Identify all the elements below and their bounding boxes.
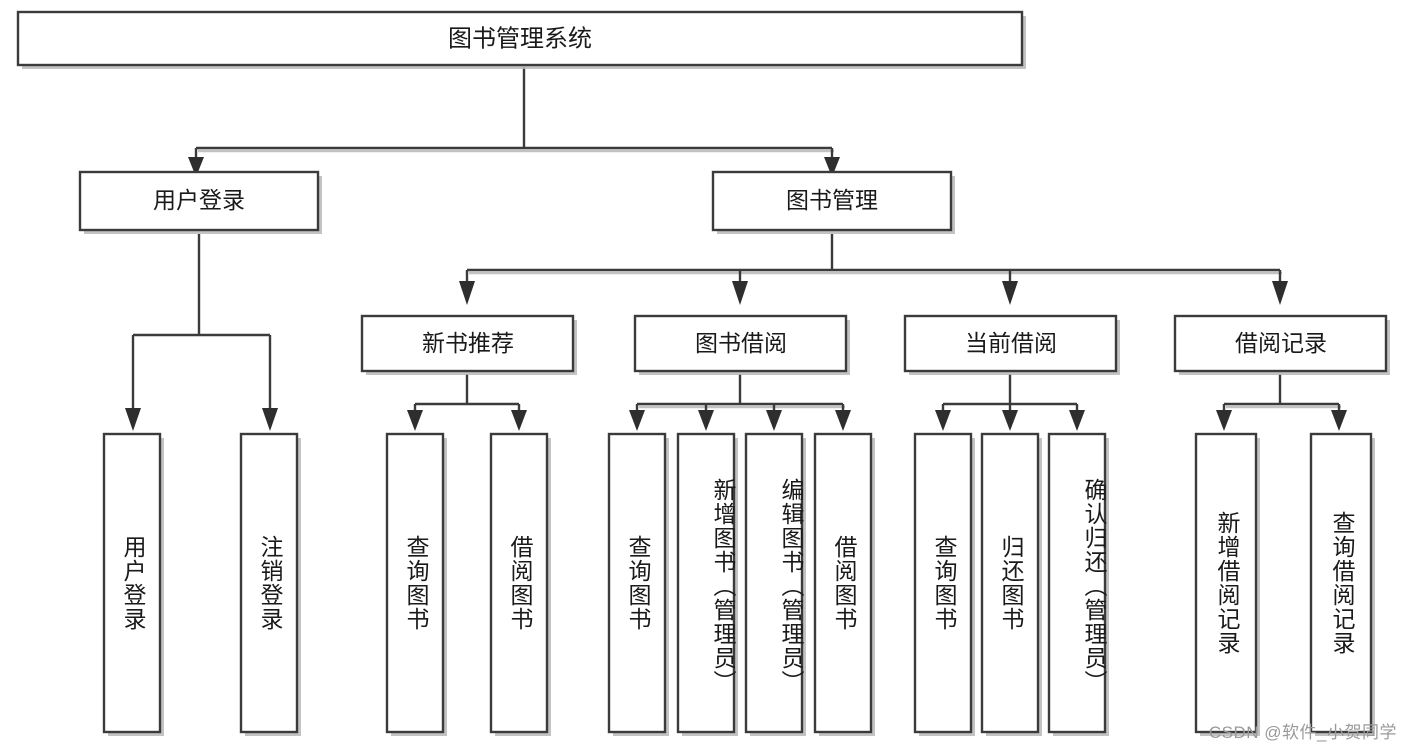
node-book-management-rect[interactable] [711, 170, 953, 232]
leaf-book-borrow-group [607, 432, 875, 736]
arrow-head-leaf-user-login [125, 408, 141, 431]
arrow-head-newbook-leaf-2 [511, 410, 527, 431]
leaf-br-1-rect[interactable] [1194, 432, 1258, 734]
watermark-text: CSDN @软件_小贺同学 [1208, 723, 1397, 742]
arrow-head-bookborrow-leaf-4 [835, 410, 851, 431]
leaf-cb-1-rect[interactable] [913, 432, 973, 734]
node-book-borrow-rect[interactable] [633, 314, 848, 373]
node-book-management[interactable]: 图书管理 [711, 170, 955, 234]
node-root-rect[interactable] [16, 10, 1024, 67]
arrow-head-currentborrow-leaf-1 [935, 410, 951, 431]
leaf-bb-1-rect[interactable] [607, 432, 667, 734]
node-current-borrow[interactable]: 当前借阅 [903, 314, 1120, 375]
node-book-management-label: 图书管理 [786, 187, 878, 213]
node-borrow-record-rect[interactable] [1173, 314, 1388, 373]
leaf-new-book-recommend-group [385, 432, 551, 736]
node-new-book-recommend-label: 新书推荐 [422, 330, 514, 356]
arrow-head-currentborrow-leaf-3 [1069, 410, 1085, 431]
leaf-bb-2-rect[interactable] [676, 432, 736, 734]
arrow-head-borrow-record [1272, 281, 1288, 305]
node-borrow-record[interactable]: 借阅记录 [1173, 314, 1390, 375]
arrow-head-bookborrow-leaf-2 [698, 410, 714, 431]
arrow-head-currentborrow-leaf-2 [1002, 410, 1018, 431]
leaf-user-login-rect[interactable] [102, 432, 162, 734]
arrow-head-user-login [188, 157, 204, 177]
arrow-head-borrowrecord-leaf-1 [1216, 410, 1232, 431]
node-new-book-recommend-rect[interactable] [360, 314, 575, 373]
connectors [125, 67, 1347, 431]
arrow-head-bookborrow-leaf-3 [766, 410, 782, 431]
arrow-head-book-mgmt [824, 157, 840, 177]
node-user-login[interactable]: 用户登录 [78, 170, 322, 234]
leaf-cb-3-rect[interactable] [1047, 432, 1107, 734]
node-book-borrow-label: 图书借阅 [695, 330, 787, 356]
leaf-nbr-2-rect[interactable] [489, 432, 549, 734]
node-user-login-rect[interactable] [78, 170, 320, 232]
arrow-head-bookborrow-leaf-1 [629, 410, 645, 431]
node-root[interactable]: 图书管理系统 [16, 10, 1026, 69]
node-borrow-record-label: 借阅记录 [1235, 330, 1327, 356]
leaf-cb-2-rect[interactable] [980, 432, 1040, 734]
node-book-borrow[interactable]: 图书借阅 [633, 314, 850, 375]
node-user-login-label: 用户登录 [153, 187, 245, 213]
arrow-head-leaf-logout [262, 408, 278, 431]
arrow-head-book-borrow [732, 281, 748, 305]
leaf-nbr-1-rect[interactable] [385, 432, 445, 734]
node-current-borrow-label: 当前借阅 [965, 330, 1057, 356]
node-new-book-recommend[interactable]: 新书推荐 [360, 314, 577, 375]
arrow-head-newbook-leaf-1 [407, 410, 423, 431]
leaf-borrow-record-group [1194, 432, 1375, 736]
node-current-borrow-rect[interactable] [903, 314, 1118, 373]
leaf-bb-4-rect[interactable] [813, 432, 873, 734]
leaf-user-login-group [102, 432, 301, 736]
leaf-br-2-rect[interactable] [1309, 432, 1373, 734]
node-root-label: 图书管理系统 [448, 25, 592, 52]
arrow-head-borrowrecord-leaf-2 [1331, 410, 1347, 431]
arrow-head-new-book-recommend [459, 281, 475, 305]
leaf-logout-rect[interactable] [239, 432, 299, 734]
arrow-head-current-borrow [1002, 281, 1018, 305]
leaf-current-borrow-group [913, 432, 1109, 736]
leaf-bb-3-rect[interactable] [744, 432, 804, 734]
